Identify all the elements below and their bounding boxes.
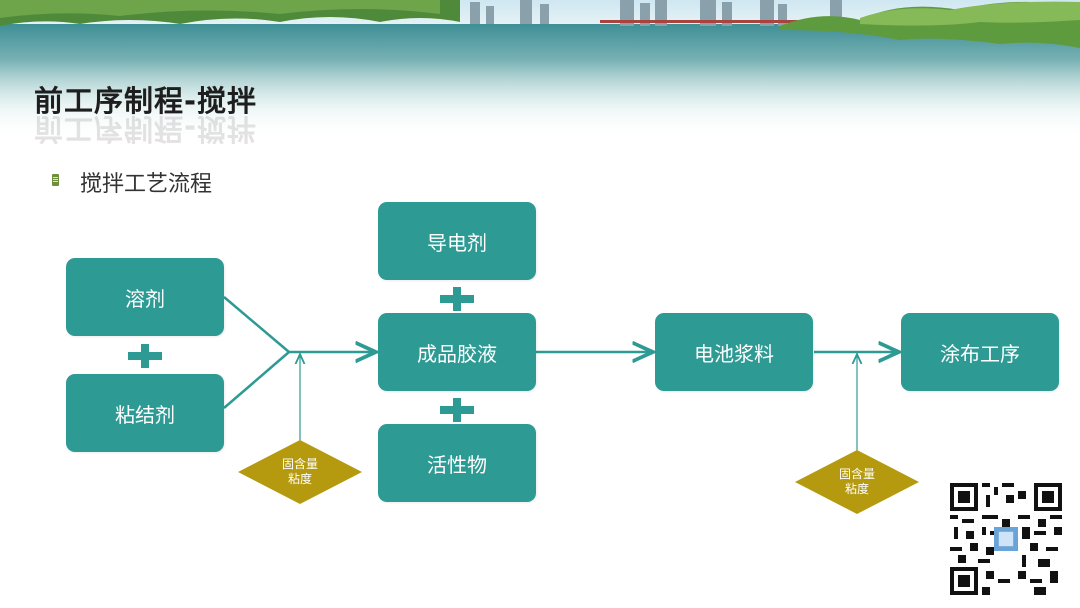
connector-binder xyxy=(223,351,290,409)
node-active-material: 活性物 xyxy=(378,424,536,502)
plus-icon xyxy=(128,344,162,368)
node-solvent: 溶剂 xyxy=(66,258,224,336)
node-binder: 粘结剂 xyxy=(66,374,224,452)
check-label-viscosity: 粘度 xyxy=(844,482,869,496)
check-diamond-1: 固含量 粘度 xyxy=(238,440,362,504)
node-battery-slurry: 电池浆料 xyxy=(655,313,813,391)
diamond-shape xyxy=(795,450,919,514)
page-title: 前工序制程-搅拌 xyxy=(34,84,258,118)
document-icon xyxy=(52,174,59,186)
connector-solvent xyxy=(223,296,290,353)
node-finished-glue: 成品胶液 xyxy=(378,313,536,391)
check-label-solid-content: 固含量 xyxy=(838,467,875,481)
node-conductive-agent: 导电剂 xyxy=(378,202,536,280)
diamond-shape xyxy=(238,440,362,504)
plus-icon xyxy=(440,398,474,422)
section-subtitle: 搅拌工艺流程 xyxy=(80,172,213,197)
qr-code-icon xyxy=(950,483,1062,595)
header-banner-image xyxy=(0,0,1080,140)
node-coating-process: 涂布工序 xyxy=(901,313,1059,391)
check-label-solid-content: 固含量 xyxy=(281,457,318,471)
check-label-viscosity: 粘度 xyxy=(287,472,312,486)
plus-icon xyxy=(440,287,474,311)
check-diamond-2: 固含量 粘度 xyxy=(795,450,919,514)
